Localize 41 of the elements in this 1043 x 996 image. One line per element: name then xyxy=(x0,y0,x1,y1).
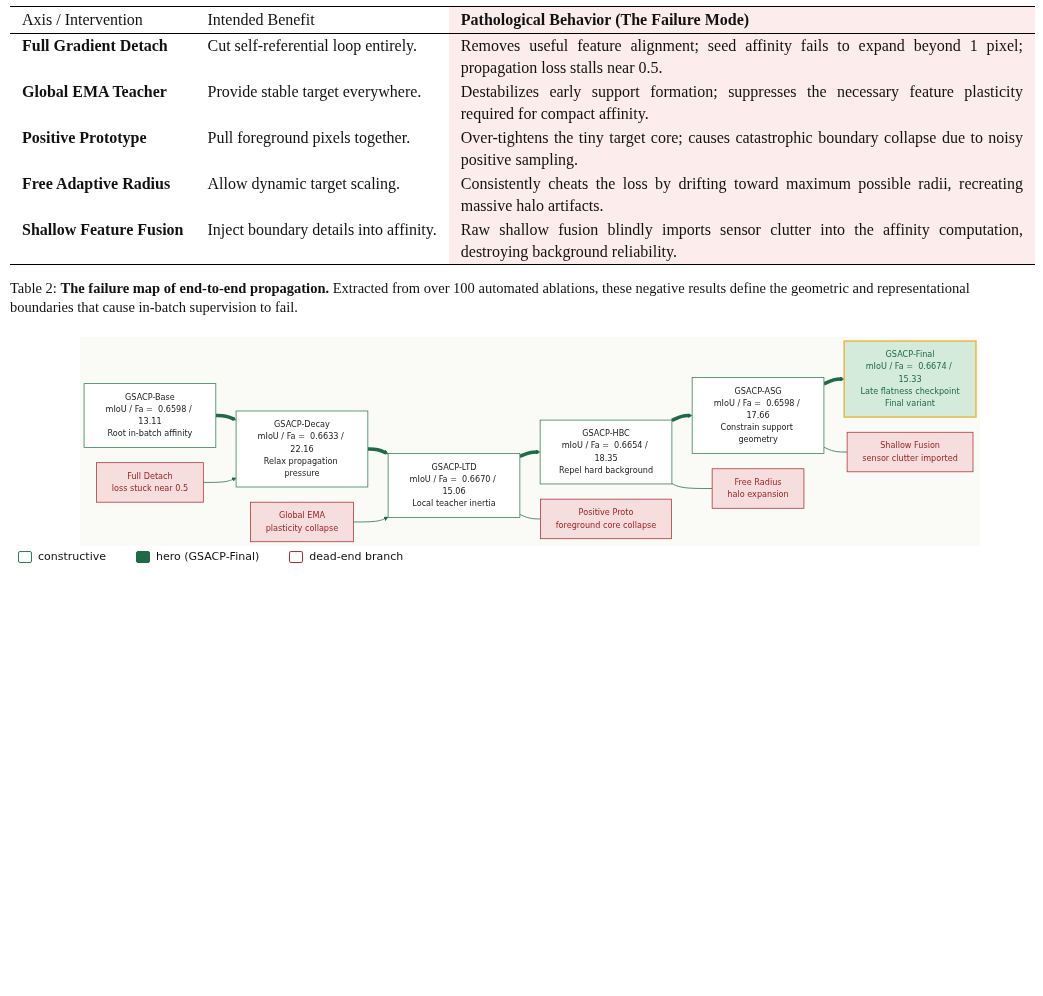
table-caption: Table 2: The failure map of end-to-end propagation. Extracted from over 100 automated ablations, these negative results define the geometric and representational boundaries that cause in-batch supervision to fail. xyxy=(10,279,971,317)
table-cell: Over-tightens the tiny target core; causes catastrophic boundary collapse due to noisy positive sampling. xyxy=(448,126,1035,172)
arrow xyxy=(367,447,389,455)
node-box: Global EMA plasticity collapse xyxy=(250,501,354,543)
arrow xyxy=(823,376,845,386)
connector xyxy=(671,483,713,489)
table-cell-text: Global EMA Teacher xyxy=(21,82,168,102)
node-box: Free Radius halo expansion xyxy=(711,468,805,509)
node-box: GSACP-Decay mIoU / Fa = 0.6633 / 22.16 Relax propagation pressure xyxy=(235,410,369,488)
node-box: Shallow Fusion sensor clutter imported xyxy=(846,431,974,473)
table-cell: Inject boundary details into affinity. xyxy=(195,218,449,265)
node-box: GSACP-ASG mIoU / Fa = 0.6598 / 17.66 Constrain support geometry xyxy=(691,377,825,454)
table-cell: Shallow Feature Fusion xyxy=(10,218,196,265)
connector xyxy=(519,514,541,520)
node-box: GSACP-Base mIoU / Fa = 0.6598 / 13.11 Root in-batch affinity xyxy=(83,383,217,448)
column-header: Axis / Intervention xyxy=(10,6,196,34)
table-cell: Provide stable target everywhere. xyxy=(195,80,449,126)
legend-label: hero (GSACP-Final) xyxy=(156,549,260,563)
column-header: Pathological Behavior (The Failure Mode) xyxy=(448,6,1035,34)
table-cell: Full Gradient Detach xyxy=(10,33,196,80)
connector xyxy=(823,446,848,453)
table-cell: Allow dynamic target scaling. xyxy=(195,172,449,218)
table-cell: Pull foreground pixels together. xyxy=(195,126,449,172)
arrow xyxy=(519,449,541,459)
legend-label: constructive xyxy=(38,549,106,563)
node-box: GSACP-LTD mIoU / Fa = 0.6670 / 15.06 Local teacher inertia xyxy=(387,453,521,518)
table-cell: Cut self-referential loop entirely. xyxy=(195,33,449,80)
node-box: Positive Proto foreground core collapse xyxy=(540,498,672,540)
table-cell-text: Positive Prototype xyxy=(21,128,148,149)
legend-label: dead-end branch xyxy=(309,549,404,563)
node-box: Full Detach loss stuck near 0.5 xyxy=(96,462,204,503)
column-header: Intended Benefit xyxy=(195,6,449,34)
arrow xyxy=(215,413,237,421)
table-cell: Removes useful feature alignment; seed affinity fails to expand beyond 1 pixel; propagation loss stalls near 0.5. xyxy=(448,33,1035,80)
table-cell: Consistently cheats the loss by drifting toward maximum possible radii, recreating massive halo artifacts. xyxy=(448,172,1035,218)
node-box: GSACP-Final mIoU / Fa = 0.6674 / 15.33 Late flatness checkpoint Final variant xyxy=(843,340,977,418)
table-cell: Raw shallow fusion blindly imports sensor clutter into the affinity computation, destroying background reliability. xyxy=(448,218,1035,265)
node-box: GSACP-HBC mIoU / Fa = 0.6654 / 18.35 Repel hard background xyxy=(539,419,673,485)
arrow xyxy=(671,413,693,422)
table-cell-text: Free Adaptive Radius xyxy=(21,174,172,195)
table-cell: Destabilizes early support formation; suppresses the necessary feature plasticity required for compact affinity. xyxy=(448,80,1035,126)
